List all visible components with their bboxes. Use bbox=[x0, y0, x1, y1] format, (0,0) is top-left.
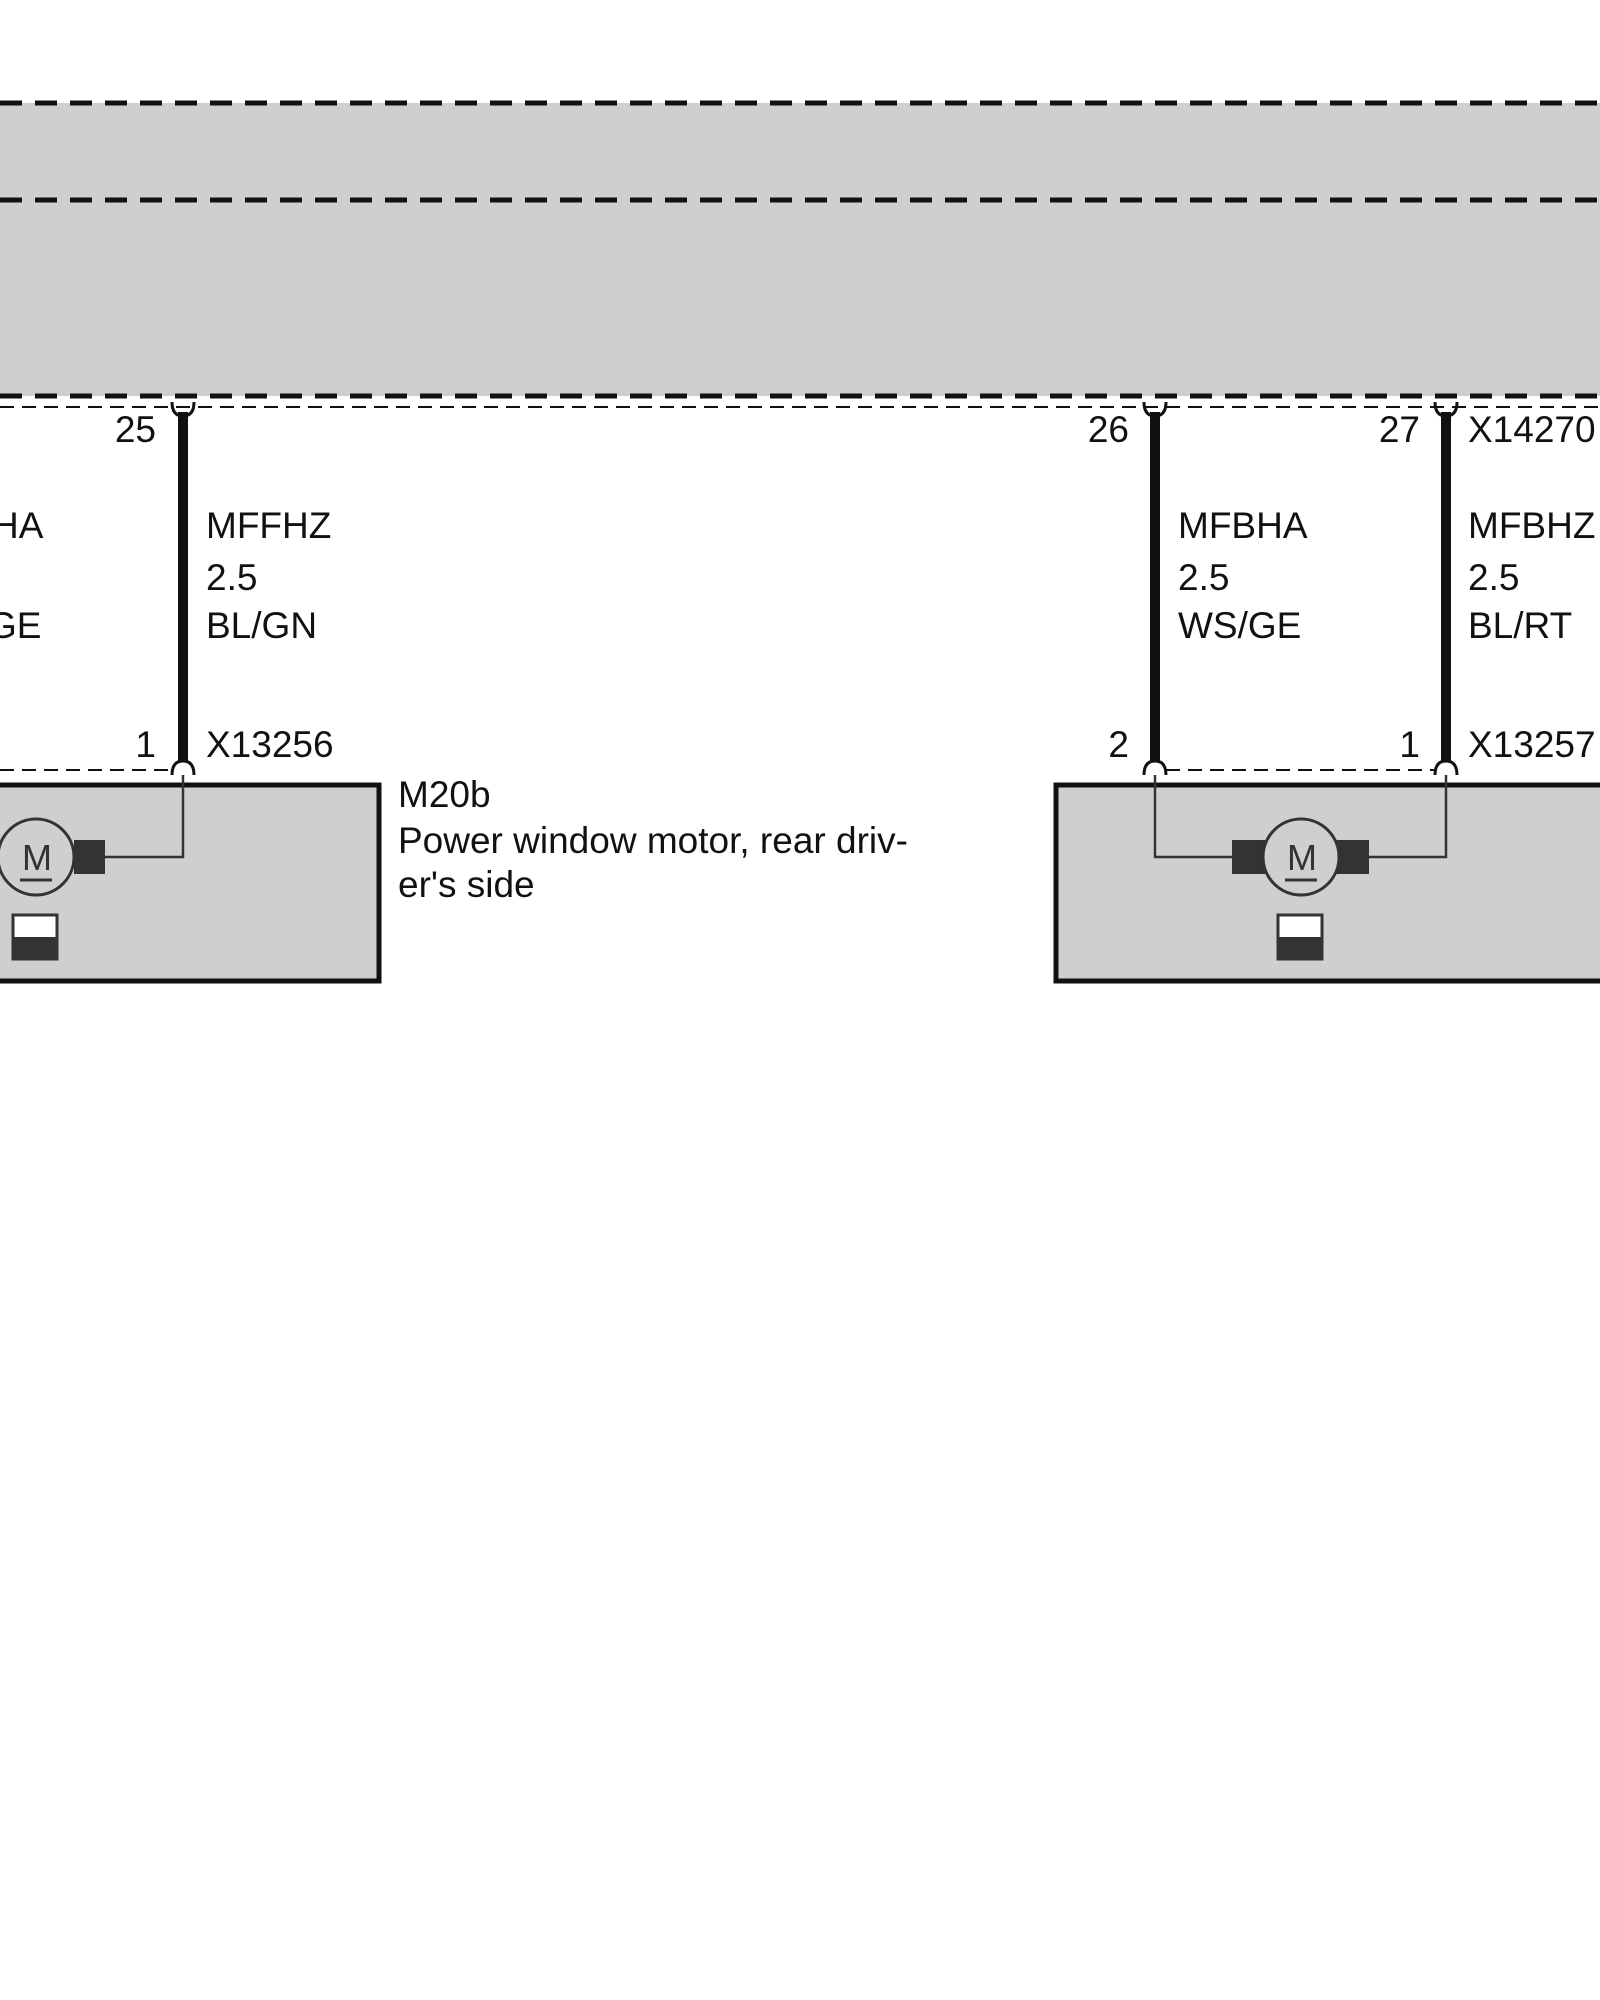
wire-mfbhz-code: MFBHZ bbox=[1468, 505, 1595, 546]
wire-mffhz-color: BL/GN bbox=[206, 605, 317, 646]
wire-mffhz-bottom-pin bbox=[170, 759, 196, 776]
wire-mfbha-code: MFBHA bbox=[1178, 505, 1308, 546]
wire-mffhz-top-pin bbox=[170, 401, 196, 418]
right-motor-internal-wire-right bbox=[1369, 775, 1448, 859]
right-motor-terminal-left bbox=[1232, 840, 1265, 874]
m20b-description-line2: er's side bbox=[398, 864, 535, 905]
wire-mffhz: 25 MFFHZ 2.5 BL/GN 1 bbox=[115, 401, 331, 776]
wire-mfbha-color: WS/GE bbox=[1178, 605, 1301, 646]
m20b-motor-letter: M bbox=[22, 837, 52, 878]
wire-left-edge-code: HA bbox=[0, 505, 44, 546]
wire-left-edge-color: GE bbox=[0, 605, 41, 646]
m20b-description-line1: Power window motor, rear driv- bbox=[398, 820, 908, 861]
window-icon bbox=[1278, 937, 1322, 959]
wire-left-edge: HA GE bbox=[0, 505, 44, 646]
module-body bbox=[0, 103, 1600, 396]
right-motor-connector-label: X13257 bbox=[1468, 724, 1596, 765]
wire-mfbhz: 27 MFBHZ 2.5 BL/RT 1 bbox=[1379, 401, 1595, 776]
wire-mffhz-pin-top: 25 bbox=[115, 409, 156, 450]
wire-mffhz-pin-bottom: 1 bbox=[135, 724, 156, 765]
window-icon bbox=[13, 937, 57, 959]
wire-mfbha-pin-bottom: 2 bbox=[1108, 724, 1129, 765]
component-m20b: M X13256 M20b Power window motor, rear d… bbox=[0, 724, 908, 984]
right-motor-terminal-right bbox=[1336, 840, 1369, 874]
wire-mfbhz-size: 2.5 bbox=[1468, 557, 1519, 598]
wire-mfbhz-top-pin bbox=[1433, 401, 1459, 418]
wire-mfbha: 26 MFBHA 2.5 WS/GE 2 bbox=[1088, 401, 1308, 776]
wire-mffhz-code: MFFHZ bbox=[206, 505, 331, 546]
wire-mfbhz-pin-bottom: 1 bbox=[1399, 724, 1420, 765]
right-motor-internal-wire-left bbox=[1153, 775, 1234, 859]
control-module: X14270 bbox=[0, 100, 1600, 450]
wire-mfbha-pin-top: 26 bbox=[1088, 409, 1129, 450]
motor-icon bbox=[1261, 817, 1341, 897]
m20b-motor-terminal bbox=[74, 840, 105, 874]
wire-mfbhz-bottom-pin bbox=[1433, 759, 1459, 776]
component-right-motor: M X13257 bbox=[1053, 724, 1600, 984]
m20b-code: M20b bbox=[398, 774, 491, 815]
wire-mfbha-size: 2.5 bbox=[1178, 557, 1229, 598]
m20b-connector-label: X13256 bbox=[206, 724, 334, 765]
right-motor-letter: M bbox=[1287, 837, 1317, 878]
m20b-internal-wire bbox=[102, 775, 185, 859]
module-connector-label: X14270 bbox=[1468, 409, 1596, 450]
motor-icon bbox=[0, 817, 76, 897]
wire-mfbhz-color: BL/RT bbox=[1468, 605, 1572, 646]
wire-mffhz-size: 2.5 bbox=[206, 557, 257, 598]
wire-mfbhz-pin-top: 27 bbox=[1379, 409, 1420, 450]
wire-mfbha-bottom-pin bbox=[1142, 759, 1168, 776]
wire-mfbha-top-pin bbox=[1142, 401, 1168, 418]
